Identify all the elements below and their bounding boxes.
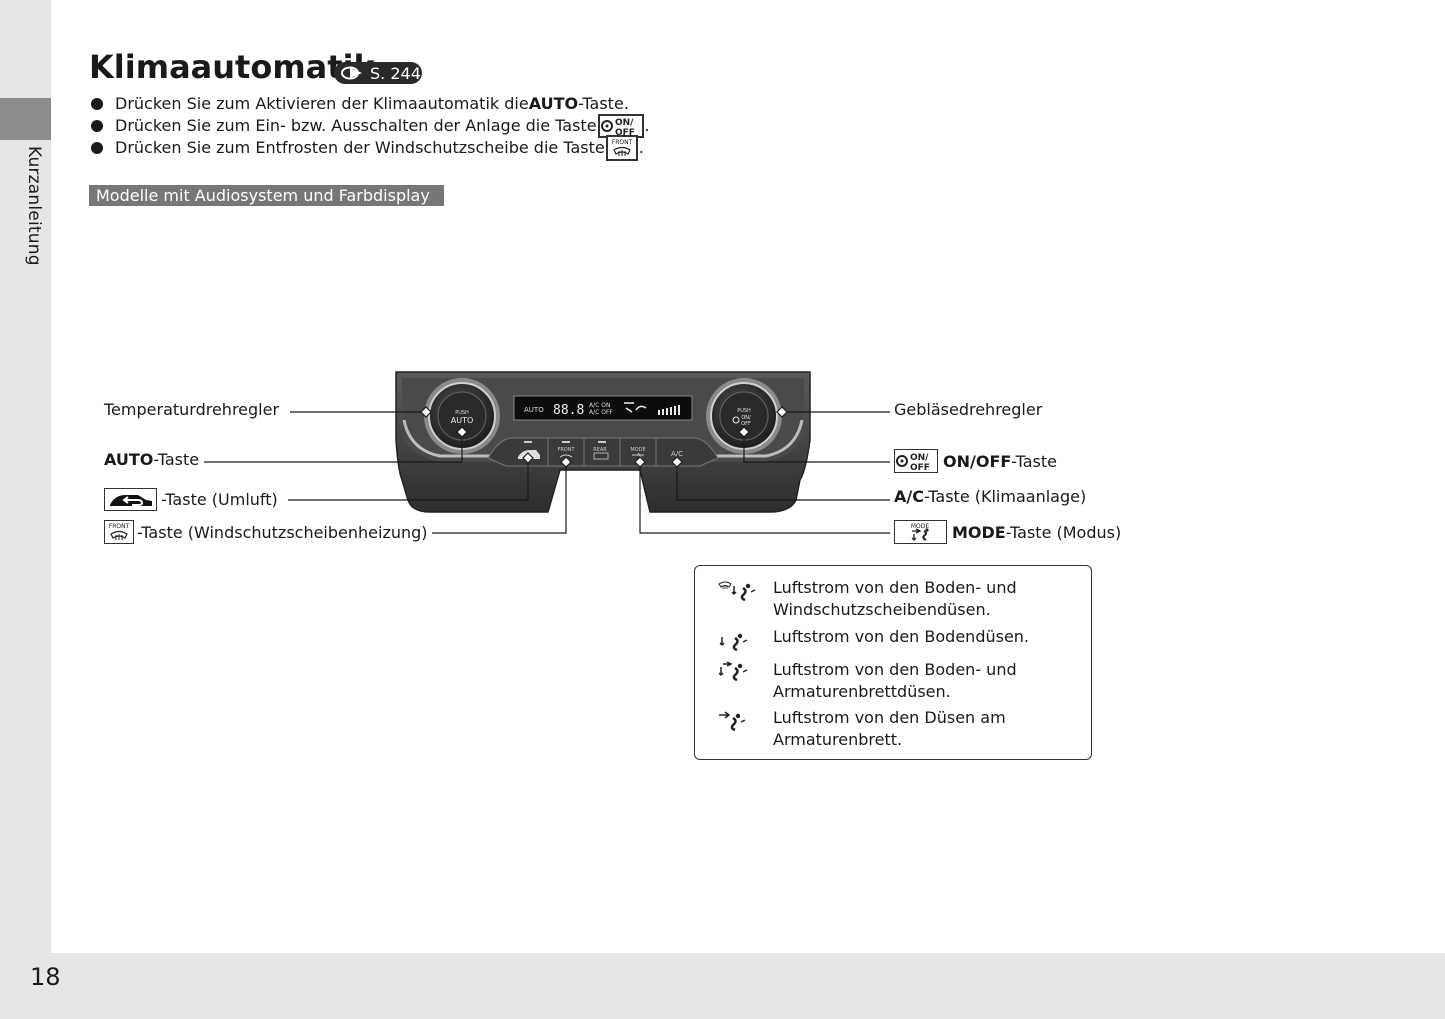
mode-key-icon: MODE xyxy=(894,520,947,544)
fan-knob-label: Gebläsedrehregler xyxy=(894,400,1043,419)
sidebar-section-tab xyxy=(0,98,51,140)
on-off-button-label: ON/ OFF ON/OFF-Taste xyxy=(894,449,1057,473)
bullet-dot-icon xyxy=(91,98,103,110)
list-item: Drücken Sie zum Aktivieren der Klimaauto… xyxy=(89,93,650,115)
svg-text:OFF: OFF xyxy=(741,421,751,427)
dashboard-airflow-icon xyxy=(719,711,746,732)
list-item: Drücken Sie zum Entfrosten der Windschut… xyxy=(89,135,650,161)
windshield-defrost-button-label: FRONT -Taste (Windschutzscheibenheizung) xyxy=(104,520,428,544)
floor-airflow-icon xyxy=(719,633,748,652)
svg-text:ON/: ON/ xyxy=(615,118,634,128)
floor-defrost-airflow-icon xyxy=(718,581,756,602)
arrow-right-icon xyxy=(341,66,362,80)
page-reference-link[interactable]: S. 244 xyxy=(334,62,422,84)
footer-bar xyxy=(0,953,1445,1019)
svg-text:FRONT: FRONT xyxy=(611,139,632,146)
svg-text:REAR: REAR xyxy=(593,447,607,453)
page-reference-text: S. 244 xyxy=(370,63,421,83)
on-off-key-icon: ON/ OFF xyxy=(894,449,938,473)
bullet-dot-icon xyxy=(91,142,103,154)
recirculation-button-label: -Taste (Umluft) xyxy=(104,488,278,511)
sidebar xyxy=(0,0,51,1019)
list-item: Luftstrom von den Boden- und Armaturenbr… xyxy=(773,660,1017,701)
mode-button-label: MODE MODE-Taste (Modus) xyxy=(894,520,1121,544)
instruction-list: Drücken Sie zum Aktivieren der Klimaauto… xyxy=(89,93,650,161)
svg-text:MODE: MODE xyxy=(630,447,645,453)
svg-text:FRONT: FRONT xyxy=(557,447,575,453)
list-item: Luftstrom von den Düsen am Armaturenbret… xyxy=(773,708,1006,749)
page-number: 18 xyxy=(30,963,61,991)
model-banner: Modelle mit Audiosystem und Farbdisplay xyxy=(89,185,444,206)
svg-text:88.8: 88.8 xyxy=(553,403,584,418)
svg-text:AUTO: AUTO xyxy=(451,416,474,425)
svg-text:FRONT: FRONT xyxy=(109,523,130,530)
svg-text:ON/: ON/ xyxy=(741,415,751,421)
svg-text:A/C: A/C xyxy=(671,450,683,458)
ac-button-label: A/C-Taste (Klimaanlage) xyxy=(894,487,1087,506)
list-item: Luftstrom von den Bodendüsen. xyxy=(773,627,1030,646)
svg-text:A/C OFF: A/C OFF xyxy=(589,409,613,416)
svg-text:OFF: OFF xyxy=(910,463,930,473)
front-defrost-key-icon: FRONT xyxy=(605,135,638,161)
auto-button-label: AUTO-Taste xyxy=(104,450,200,469)
svg-text:PUSH: PUSH xyxy=(455,410,469,416)
front-defrost-key-icon: FRONT xyxy=(104,520,134,544)
recirculation-key-icon xyxy=(104,488,157,511)
svg-text:AUTO: AUTO xyxy=(524,406,544,414)
bullet-dot-icon xyxy=(91,120,103,132)
airflow-legend: Luftstrom von den Boden- und Windschutzs… xyxy=(694,565,1092,760)
svg-text:A/C ON: A/C ON xyxy=(589,402,610,409)
svg-text:OFF: OFF xyxy=(615,128,635,138)
temperature-knob-label: Temperaturdrehregler xyxy=(104,400,280,419)
floor-dashboard-airflow-icon xyxy=(718,661,748,682)
svg-text:MODE: MODE xyxy=(911,523,930,530)
page-title: Klimaautomatik xyxy=(89,48,375,86)
svg-text:ON/: ON/ xyxy=(910,453,929,463)
list-item: Luftstrom von den Boden- und Windschutzs… xyxy=(773,578,1017,619)
svg-text:PUSH: PUSH xyxy=(737,408,751,414)
